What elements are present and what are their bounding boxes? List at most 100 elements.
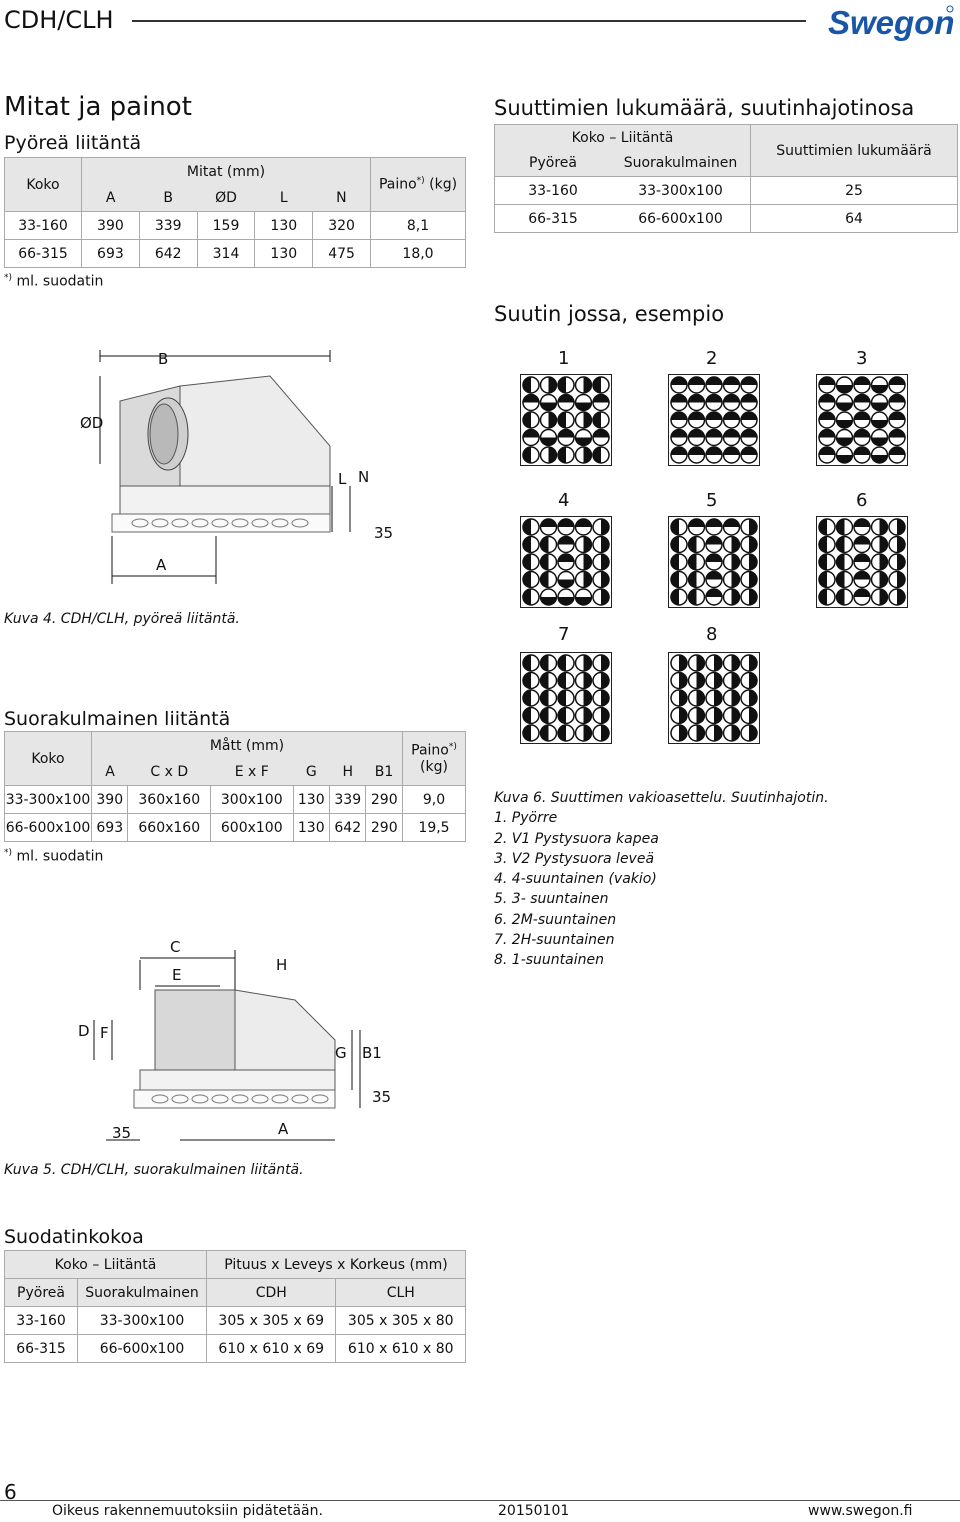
dim-35-label: 35 (374, 524, 393, 542)
nozzle-fill (540, 554, 549, 570)
list-item: 3. V2 Pystysuora leveä (494, 850, 655, 867)
col-od: ØD (197, 185, 255, 212)
nozzle-fill (854, 554, 870, 562)
nozzle-fill (523, 519, 531, 535)
nozzle-fill (749, 536, 757, 553)
nozzle-fill (688, 554, 697, 570)
nozzle-fill (548, 377, 557, 393)
nozzle-pattern-1 (520, 374, 612, 466)
nozzle-fill (575, 402, 592, 411)
page-header-title: CDH/CLH (4, 6, 114, 34)
nozzle-fill (540, 655, 549, 671)
nozzle-fill (601, 707, 609, 724)
dim-d-label: ØD (80, 414, 103, 432)
nozzle-fill (558, 690, 566, 706)
nozzle-fill (523, 536, 531, 553)
nozzle-fill (523, 571, 531, 588)
nozzle-fill (819, 447, 835, 455)
nozzle-fill (836, 420, 853, 428)
nozzle-fill (714, 690, 722, 706)
nozzle-fill (688, 429, 705, 438)
nozzle-fill (540, 707, 549, 724)
nozzle-fill (601, 571, 609, 588)
nozzle-pattern-6 (816, 516, 908, 608)
nozzle-fill (696, 672, 705, 689)
nozzle-fill (879, 536, 888, 553)
nozzle-fill (688, 377, 705, 385)
pattern-number-1: 1 (558, 348, 570, 369)
nozzle-fill (583, 377, 592, 393)
footer-disclaimer: Oikeus rakennemuutoksiin pidätetään. (52, 1503, 323, 1519)
page-number: 6 (4, 1480, 17, 1504)
nozzle-fill (575, 597, 592, 605)
nozzle-fill (871, 420, 888, 428)
nozzle-fill (558, 377, 566, 393)
nozzle-fill (679, 707, 687, 724)
nozzle-fill (889, 447, 905, 455)
nozzle-fill (540, 672, 549, 689)
nozzle-fill (749, 554, 757, 570)
nozzle-fill (889, 412, 905, 420)
nozzle-fill (731, 536, 740, 553)
nozzle-fill (889, 429, 905, 438)
list-item: 2. V1 Pystysuora kapea (494, 830, 659, 847)
nozzle-fill (688, 589, 697, 605)
footer-rule (0, 1500, 960, 1501)
pituus-header: Pituus x Leveys x Korkeus (mm) (206, 1250, 466, 1279)
koko-header: Koko (4, 731, 92, 786)
nozzle-fill (558, 725, 566, 741)
nozzle-fill (749, 725, 757, 741)
nozzle-fill (723, 377, 740, 385)
nozzle-fill (523, 377, 531, 393)
col-g: G (293, 759, 330, 786)
nozzle-fill (706, 571, 722, 580)
col-b: B (139, 185, 198, 212)
nozzle-fill (601, 690, 609, 706)
nozzle-fill (688, 571, 697, 588)
figure-round-connection: B ØD L N 35 A (80, 350, 393, 584)
dim-35-height-label: 35 (372, 1088, 391, 1106)
nozzle-fill (583, 412, 592, 428)
nozzle-fill (523, 394, 539, 403)
nozzle-fill (723, 447, 740, 455)
nozzle-fill (731, 672, 740, 689)
nozzle-pattern-2 (668, 374, 760, 466)
pattern-number-3: 3 (856, 348, 868, 369)
nozzle-fill (706, 519, 722, 527)
nozzle-fill (879, 519, 888, 535)
nozzle-fill (671, 519, 679, 535)
nozzle-fill (583, 707, 592, 724)
nozzle-fill (601, 519, 609, 535)
nozzle-example-title: Suutin jossa, esempio (494, 302, 725, 326)
nozzle-fill (575, 437, 592, 446)
footer-url[interactable]: www.swegon.fi (808, 1503, 913, 1519)
pattern-number-6: 6 (856, 490, 868, 511)
suuttimien-lukumaara-header: Suuttimien lukumäärä (750, 124, 958, 177)
nozzle-fill (548, 412, 557, 428)
nozzle-fill (601, 554, 609, 570)
nozzle-fill (854, 589, 870, 597)
nozzle-fill (523, 690, 531, 706)
nozzle-fill (558, 536, 574, 545)
col-exf: E x F (210, 759, 294, 786)
dim-a-label: A (156, 556, 167, 574)
nozzle-fill (836, 554, 845, 570)
nozzle-fill (723, 412, 740, 420)
nozzle-fill (558, 579, 574, 588)
nozzle-fill (731, 725, 740, 741)
nozzle-fill (897, 571, 905, 588)
nozzle-fill (723, 519, 740, 527)
nozzle-fill (819, 589, 827, 605)
nozzle-fill (897, 536, 905, 553)
nozzle-fill (696, 707, 705, 724)
filter-sizes-title: Suodatinkokoa (4, 1226, 144, 1248)
rect-dimensions-table: Koko Mått (mm) Paino*)(kg) A C x D E x F… (4, 731, 466, 842)
nozzle-fill (723, 394, 740, 403)
nozzle-fill (593, 394, 609, 403)
nozzle-fill (688, 447, 705, 455)
col-h: H (329, 759, 366, 786)
figure-6-caption: Kuva 6. Suuttimen vakioasettelu. Suutinh… (494, 788, 829, 971)
